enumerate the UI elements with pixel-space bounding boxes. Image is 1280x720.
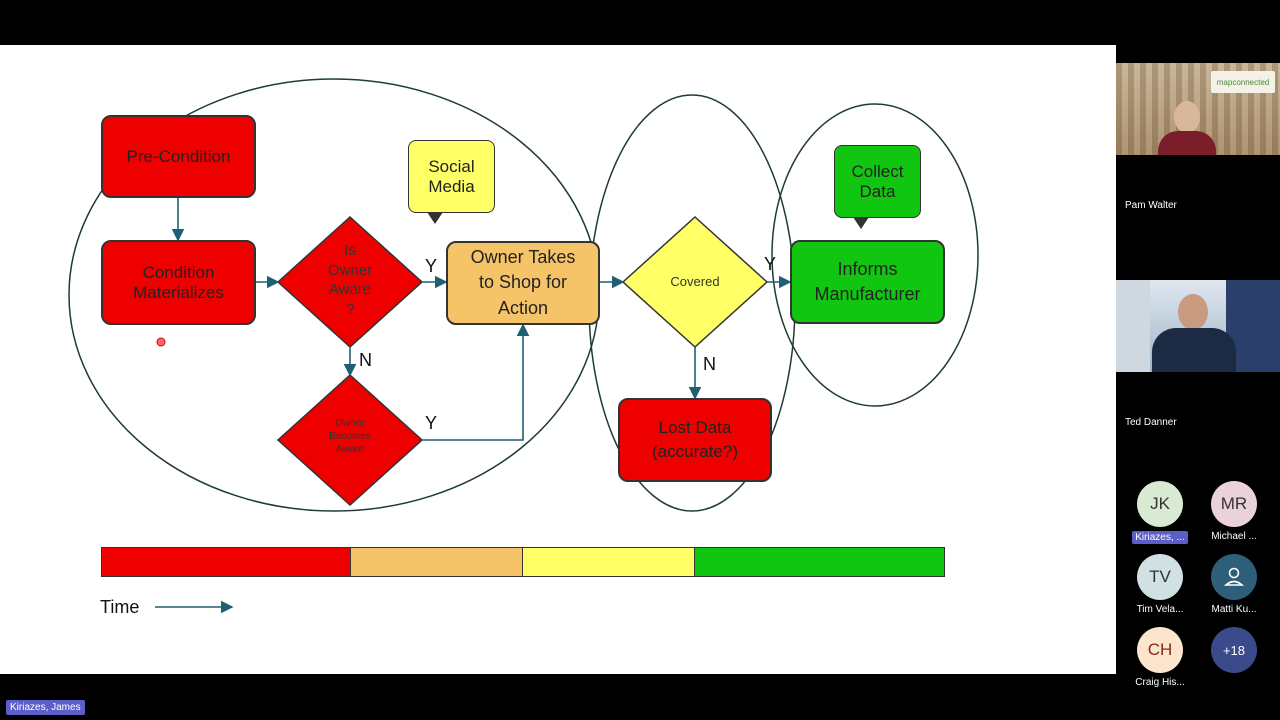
label-yes-covered: Y — [764, 254, 777, 274]
diamond-covered-label: Covered — [670, 274, 720, 289]
diamond-owner-aware-label: Is Owner Aware ? — [327, 242, 373, 318]
group-ellipse-3 — [771, 103, 979, 407]
diamond-owner-becomes-aware — [276, 373, 424, 507]
more-count: +18 — [1211, 627, 1257, 673]
avatar-name: Matti Ku... — [1211, 604, 1257, 615]
company-logo: mapconnected — [1211, 71, 1275, 93]
participant-ch[interactable]: CH Craig His... — [1125, 627, 1195, 688]
avatar-name: Tim Vela... — [1136, 604, 1184, 615]
participants-panel: mapconnected Pam Walter Ted Danner JK Ki… — [1116, 45, 1280, 688]
timebar-red — [101, 547, 352, 577]
avatar: TV — [1137, 554, 1183, 600]
label-yes-aware: Y — [425, 256, 438, 276]
pointer-dot — [156, 337, 166, 347]
participant-matti[interactable]: Matti Ku... — [1199, 554, 1269, 615]
box-informs-manufacturer: Informs Manufacturer — [790, 240, 945, 324]
callout-collect-data: Collect Data — [834, 145, 921, 229]
timebar-green — [694, 547, 945, 577]
participant-mr[interactable]: MR Michael ... — [1199, 481, 1269, 542]
callout-collect-text: Collect Data — [851, 161, 904, 201]
avatar-name: Michael ... — [1211, 531, 1257, 542]
callout-social-text: Social Media — [428, 156, 475, 196]
box-precondition: Pre-Condition — [101, 115, 256, 198]
participant-name-ted: Ted Danner — [1125, 417, 1177, 428]
video-window — [1116, 280, 1150, 372]
video-tile-pam[interactable]: mapconnected — [1116, 63, 1280, 155]
box-condition-materializes: Condition Materializes — [101, 240, 256, 325]
participant-name-pam: Pam Walter — [1125, 200, 1177, 211]
diagram-lines — [68, 78, 979, 614]
callout-social-media: Social Media — [408, 140, 495, 224]
person-body — [1152, 328, 1236, 372]
timebar-yellow — [522, 547, 696, 577]
avatar: MR — [1211, 481, 1257, 527]
participant-jk[interactable]: JK Kiriazes, ... — [1125, 481, 1195, 549]
avatar: JK — [1137, 481, 1183, 527]
participant-tv[interactable]: TV Tim Vela... — [1125, 554, 1195, 615]
more-participants-button[interactable]: +18 — [1199, 627, 1269, 673]
callout-tail — [853, 217, 869, 229]
presenter-name-tag: Kiriazes, James — [6, 700, 85, 715]
avatar-name: Craig His... — [1135, 677, 1185, 688]
box-owner-takes: Owner Takes to Shop for Action — [446, 241, 600, 325]
label-yes-becomes: Y — [425, 413, 438, 433]
person-body — [1158, 131, 1216, 155]
avatar: CH — [1137, 627, 1183, 673]
person-icon — [1223, 567, 1245, 586]
video-tile-ted[interactable] — [1116, 280, 1280, 372]
shared-slide: Pre-Condition Condition Materializes Own… — [0, 45, 1116, 674]
timebar-orange — [350, 547, 524, 577]
person-head — [1178, 294, 1208, 330]
avatar — [1211, 554, 1257, 600]
avatar-name: Kiriazes, ... — [1132, 531, 1188, 544]
diamond-becomes-aware-label: Owner Becomes Aware — [329, 418, 371, 455]
label-no-aware: N — [359, 350, 372, 370]
box-lost-data: Lost Data (accurate?) — [618, 398, 772, 482]
callout-tail — [427, 212, 443, 224]
person-head — [1174, 101, 1200, 133]
time-label: Time — [100, 597, 140, 617]
label-no-covered: N — [703, 354, 716, 374]
